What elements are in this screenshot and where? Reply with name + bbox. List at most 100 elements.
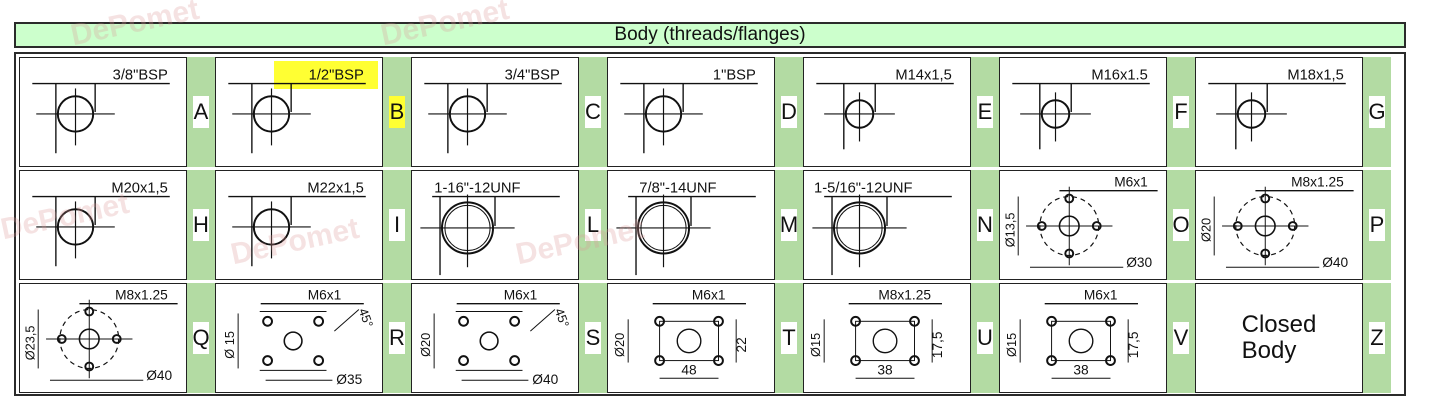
code-letter-m[interactable]: M [775, 170, 803, 280]
option-cell-m[interactable]: 7/8"-14UNF [607, 170, 775, 280]
option-cell-l[interactable]: 1-16"-12UNF [411, 170, 579, 280]
code-letter-v[interactable]: V [1167, 283, 1195, 393]
code-letter-r[interactable]: R [383, 283, 411, 393]
technical-drawing: 1"BSP [620, 68, 758, 154]
code-letter-b[interactable]: B [383, 57, 411, 167]
code-letter-text: S [585, 322, 601, 354]
flange-outline [659, 320, 719, 362]
code-letter-c[interactable]: C [579, 57, 607, 167]
code-letter-text: H [193, 209, 209, 241]
technical-drawing: M20x1,5 [32, 181, 170, 267]
code-letter-h[interactable]: H [187, 170, 215, 280]
vertical-dimension: Ø20 [612, 333, 627, 357]
option-cell-f[interactable]: M16x1.5 [999, 57, 1167, 167]
section-header: Body (threads/flanges) [14, 22, 1406, 48]
bolt-hole-2 [713, 315, 724, 327]
bolt-hole-4 [84, 361, 95, 372]
code-letter-d[interactable]: D [775, 57, 803, 167]
code-letter-text: M [780, 209, 798, 241]
code-letter-z[interactable]: Z [1363, 283, 1391, 393]
code-letter-p[interactable]: P [1363, 170, 1391, 280]
thread-label: M18x1,5 [1287, 68, 1343, 84]
code-letter-text: Q [192, 322, 210, 354]
code-letter-f[interactable]: F [1167, 57, 1195, 167]
bolt-hole-3 [850, 355, 861, 366]
bolt-hole-2 [1105, 315, 1116, 327]
technical-drawing: 1-16"-12UNF [420, 181, 560, 276]
code-letter-text: R [389, 322, 405, 354]
right-dimension: 17,5 [1126, 331, 1141, 358]
angle-line [334, 309, 360, 332]
flange-label: M8x1.25 [1291, 175, 1344, 190]
bolt-hole-1 [1046, 315, 1057, 327]
option-cell-c[interactable]: 3/4"BSP [411, 57, 579, 167]
bolt-hole-2 [1232, 221, 1243, 231]
code-letter-o[interactable]: O [1167, 170, 1195, 280]
code-letter-s[interactable]: S [579, 283, 607, 393]
code-letter-u[interactable]: U [971, 283, 999, 393]
bolt-hole-2 [509, 315, 521, 327]
thread-label: M22x1,5 [307, 181, 363, 197]
option-cell-e[interactable]: M14x1,5 [803, 57, 971, 167]
code-letter-n[interactable]: N [971, 170, 999, 280]
code-letter-q[interactable]: Q [187, 283, 215, 393]
thread-label: 3/8"BSP [113, 68, 168, 84]
bolt-hole-1 [458, 315, 469, 327]
closed-line-2: Body [1241, 337, 1297, 364]
option-cell-a[interactable]: 3/8"BSP [19, 57, 187, 167]
thread-circle [844, 99, 875, 129]
option-cell-g[interactable]: M18x1,5 [1195, 57, 1363, 167]
code-letter-e[interactable]: E [971, 57, 999, 167]
flange-label: M6x1 [1084, 288, 1118, 303]
code-letter-g[interactable]: G [1363, 57, 1391, 167]
angle-label: 45° [552, 306, 573, 329]
code-letter-text: U [977, 322, 993, 354]
code-letter-text: L [585, 209, 601, 241]
code-letter-text: A [193, 96, 209, 128]
bore-circle [1068, 328, 1094, 354]
option-cell-b[interactable]: 1/2"BSP [215, 57, 383, 167]
bolt-hole-4 [313, 355, 325, 366]
technical-drawing: M18x1,5 [1208, 68, 1346, 150]
technical-drawing: M22x1,5 [228, 181, 366, 267]
flange-label: M6x1 [308, 288, 342, 303]
code-letter-a[interactable]: A [187, 57, 215, 167]
right-dimension: 17,5 [930, 331, 945, 358]
bolt-hole-4 [1260, 248, 1271, 259]
bolt-hole-1 [1260, 193, 1271, 204]
technical-drawing: M14x1,5 [816, 68, 954, 150]
option-cell-n[interactable]: 1-5/16"-12UNF [803, 170, 971, 280]
code-letter-l[interactable]: L [579, 170, 607, 280]
thread-circle [441, 201, 495, 255]
code-letter-t[interactable]: T [775, 283, 803, 393]
bolt-hole-3 [262, 355, 273, 366]
code-letter-i[interactable]: I [383, 170, 411, 280]
bolt-hole-3 [654, 355, 665, 366]
option-cell-i[interactable]: M22x1,5 [215, 170, 383, 280]
vertical-dimension: Ø13,5 [1002, 213, 1017, 248]
thread-circle [833, 201, 887, 255]
option-cell-h[interactable]: M20x1,5 [19, 170, 187, 280]
technical-drawing: M16x1.5 [1012, 68, 1150, 150]
code-letter-text: V [1173, 322, 1189, 354]
bore-circle [872, 328, 898, 354]
code-letter-text: O [1172, 209, 1190, 241]
bolt-hole-3 [1287, 221, 1298, 231]
bolt-hole-2 [56, 334, 67, 344]
thread-label: M20x1,5 [111, 181, 167, 197]
option-cell-d[interactable]: 1"BSP [607, 57, 775, 167]
thread-circle [252, 208, 291, 246]
